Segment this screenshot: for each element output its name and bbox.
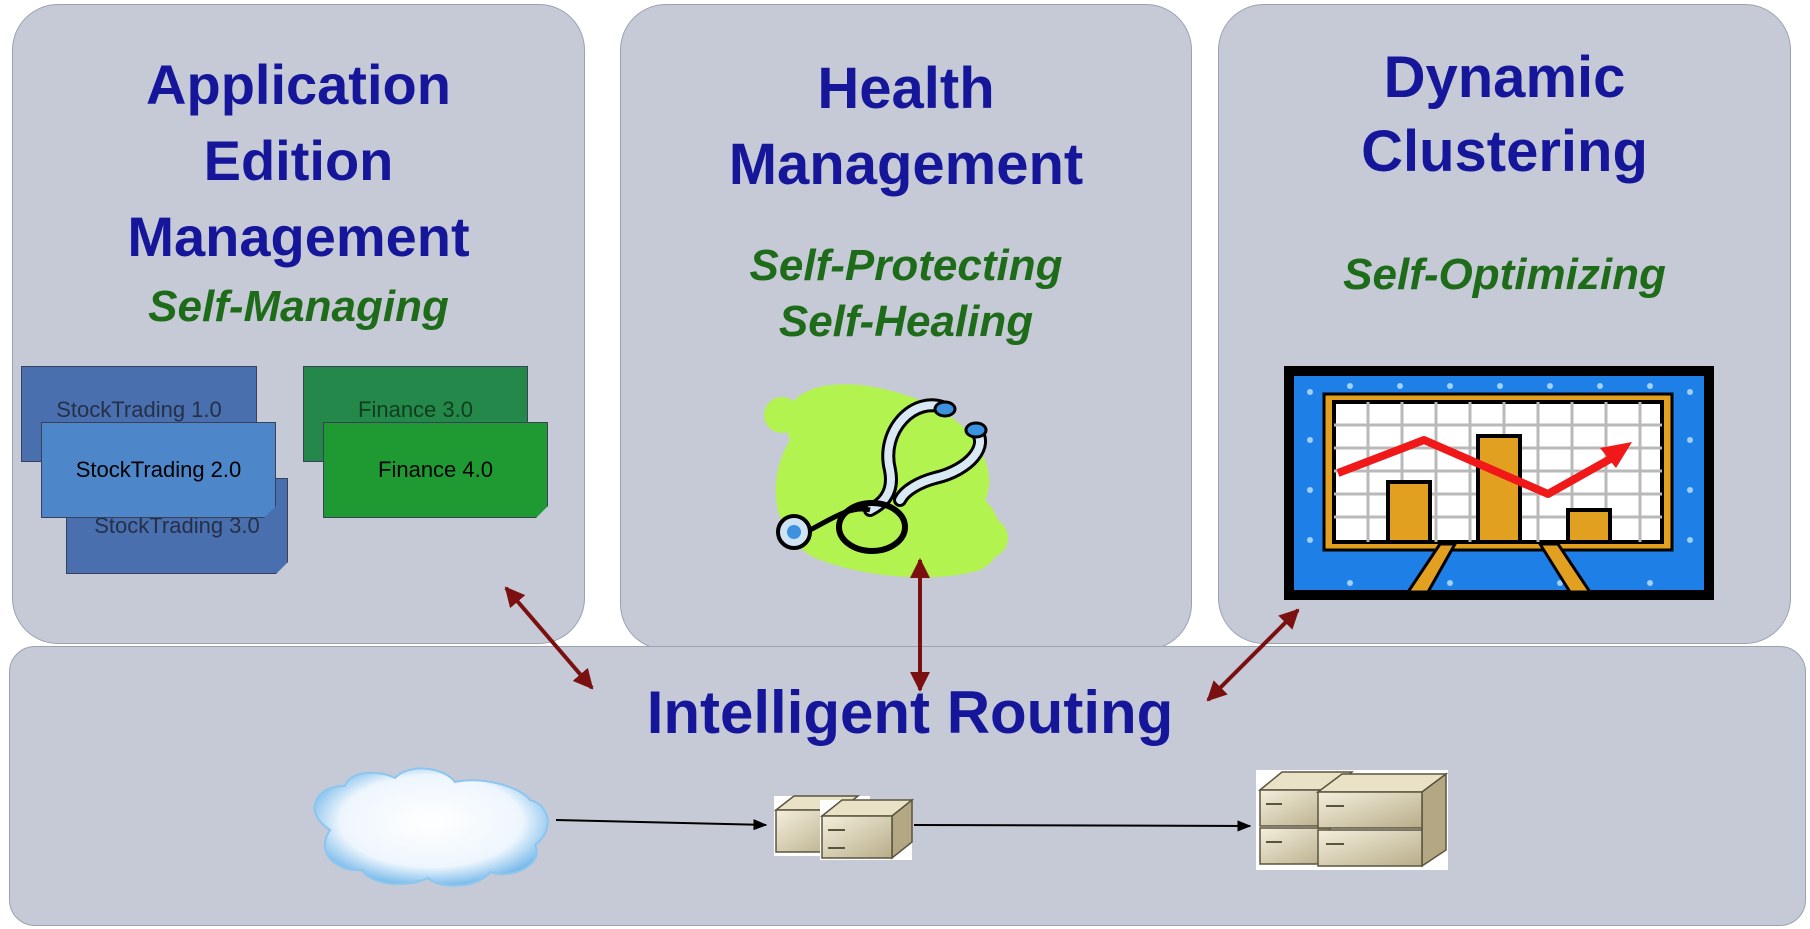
app-edition-card: Finance 4.0 (323, 422, 548, 518)
routing-arrows (504, 558, 1300, 702)
subtitle-line: Self-Protecting (749, 241, 1063, 290)
title-line: Dynamic (1383, 45, 1626, 110)
flow-arrow (555, 819, 768, 831)
self-protecting-healing-label: Self-Protecting Self-Healing (621, 238, 1191, 350)
title-line: Clustering (1361, 119, 1648, 184)
dynamic-clustering-title: Dynamic Clustering (1219, 41, 1790, 189)
subtitle-line: Self-Healing (778, 297, 1034, 346)
self-optimizing-label: Self-Optimizing (1219, 248, 1790, 302)
server-pair-icon (773, 795, 915, 860)
intelligent-routing-panel: Intelligent Routing (9, 646, 1806, 926)
traffic-flow-arrows (555, 819, 1252, 832)
chart-easel-icon (1284, 366, 1714, 600)
edition-management-title: Application Edition Management (13, 47, 584, 275)
title-line: Management (127, 205, 470, 268)
arrow-clustering-routing (1206, 608, 1300, 702)
subtitle-line: Self-Managing (148, 282, 449, 331)
cloud-icon (313, 767, 549, 887)
server-cluster-icon (1256, 770, 1449, 870)
app-edition-card: StockTrading 2.0 (41, 422, 276, 518)
flow-arrow (913, 820, 1252, 832)
title-line: Application (146, 53, 451, 116)
self-managing-label: Self-Managing (13, 280, 584, 334)
arrow-edition-routing (504, 586, 594, 690)
title-line: Management (728, 132, 1084, 197)
stethoscope-icon (764, 384, 1008, 578)
title-line: Edition (203, 129, 394, 192)
subtitle-line: Self-Optimizing (1343, 250, 1666, 299)
title-line: Health (817, 56, 995, 121)
health-management-title: Health Management (621, 51, 1191, 203)
